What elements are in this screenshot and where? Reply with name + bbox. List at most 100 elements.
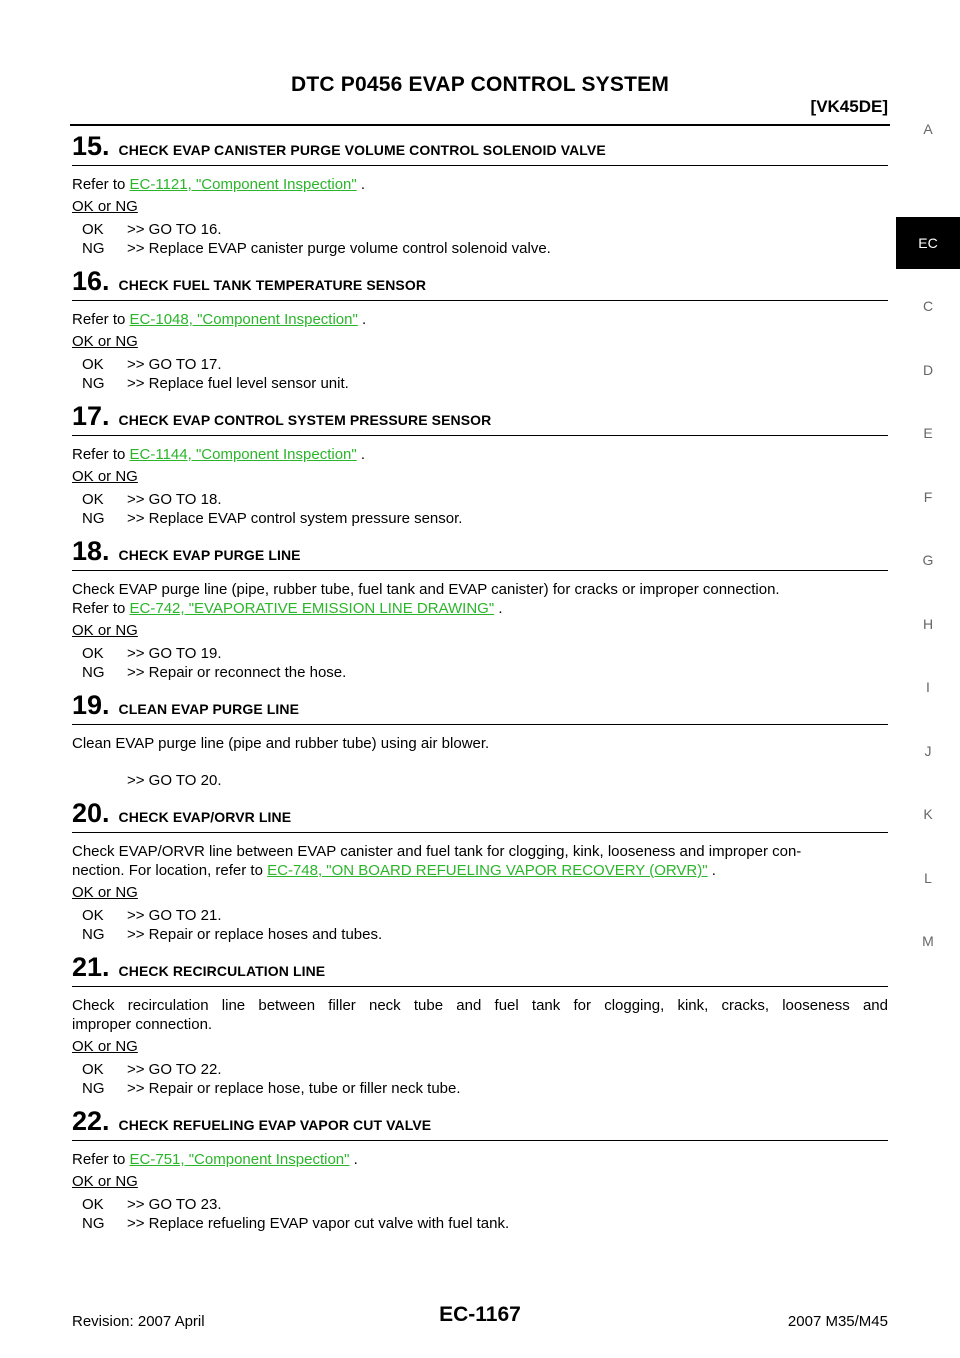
step-heading: 21. CHECK RECIRCULATION LINE: [72, 952, 888, 987]
ok-result: OK>> GO TO 19.: [72, 644, 888, 663]
ng-action: >> Repair or replace hose, tube or fille…: [127, 1080, 461, 1097]
instruction-text: Check recirculation line between filler …: [72, 997, 888, 1014]
ok-action: >> GO TO 22.: [127, 1061, 222, 1078]
reference-link[interactable]: EC-1144, "Component Inspection": [129, 446, 357, 463]
step-18: 18. CHECK EVAP PURGE LINE Check EVAP pur…: [72, 536, 888, 682]
tab-j[interactable]: J: [924, 742, 932, 759]
step-heading: 17. CHECK EVAP CONTROL SYSTEM PRESSURE S…: [72, 401, 888, 436]
tab-i[interactable]: I: [926, 679, 930, 695]
ok-or-ng-label: OK or NG: [72, 1038, 138, 1055]
ok-or-ng-label: OK or NG: [72, 468, 138, 485]
instruction-text: Clean EVAP purge line (pipe and rubber t…: [72, 735, 490, 752]
reference-prefix: Refer to: [72, 176, 130, 193]
ng-key: NG: [82, 1215, 105, 1232]
step-heading: 18. CHECK EVAP PURGE LINE: [72, 536, 888, 571]
ng-action: >> Replace EVAP canister purge volume co…: [127, 240, 551, 257]
ok-or-ng-label: OK or NG: [72, 198, 138, 215]
step-number: 21.: [72, 952, 110, 982]
step-heading: 16. CHECK FUEL TANK TEMPERATURE SENSOR: [72, 266, 888, 301]
ng-key: NG: [82, 510, 105, 527]
ng-result: NG >> Replace refueling EVAP vapor cut va…: [72, 1214, 888, 1233]
step-number: 22.: [72, 1106, 110, 1136]
ng-result: NG>> Repair or replace hoses and tubes.: [72, 925, 888, 944]
reference-suffix: .: [357, 311, 367, 328]
step-title: CHECK EVAP CANISTER PURGE VOLUME CONTROL…: [118, 142, 606, 158]
footer-page-number: EC-1167: [439, 1303, 521, 1326]
step-number: 19.: [72, 690, 110, 720]
tab-m[interactable]: M: [922, 933, 934, 949]
ok-or-ng-label: OK or NG: [72, 884, 138, 901]
reference-prefix: Refer to: [72, 600, 130, 617]
reference-link[interactable]: EC-1048, "Component Inspection": [129, 311, 358, 328]
reference-link[interactable]: EC-1121, "Component Inspection": [129, 176, 357, 193]
step-title: CHECK REFUELING EVAP VAPOR CUT VALVE: [118, 1117, 432, 1133]
tab-e[interactable]: E: [923, 425, 933, 441]
page-title: DTC P0456 EVAP CONTROL SYSTEM: [290, 73, 670, 96]
tab-f[interactable]: F: [923, 488, 933, 505]
reference-prefix: Refer to: [72, 311, 130, 328]
step-19: 19. CLEAN EVAP PURGE LINE Clean EVAP pur…: [72, 690, 888, 790]
ok-action: >> GO TO 17.: [127, 356, 222, 373]
instruction-text: Check EVAP/ORVR line between EVAP canist…: [72, 843, 802, 860]
goto-action: >> GO TO 20.: [127, 772, 222, 789]
reference-suffix: .: [356, 176, 366, 193]
step-number: 16.: [72, 266, 110, 296]
ng-key: NG: [82, 1080, 105, 1097]
ok-action: >> GO TO 16.: [127, 221, 222, 238]
reference-link[interactable]: EC-751, "Component Inspection": [129, 1151, 350, 1168]
reference-line: Refer to EC-1048, "Component Inspection"…: [72, 310, 888, 329]
ok-result: OK >> GO TO 18.: [72, 490, 888, 509]
step-22: 22. CHECK REFUELING EVAP VAPOR CUT VALVE…: [72, 1106, 888, 1233]
ok-action: >> GO TO 23.: [127, 1196, 222, 1213]
ok-or-ng-label: OK or NG: [72, 333, 138, 350]
ng-action: >> Replace fuel level sensor unit.: [127, 375, 349, 392]
reference-prefix: Refer to: [72, 1151, 130, 1168]
ok-key: OK: [82, 491, 104, 508]
ng-key: NG: [82, 664, 105, 681]
reference-prefix: Refer to: [72, 446, 130, 463]
tab-c[interactable]: C: [922, 298, 934, 314]
tab-h[interactable]: H: [922, 615, 934, 632]
step-heading: 15. CHECK EVAP CANISTER PURGE VOLUME CON…: [72, 131, 888, 166]
step-heading: 22. CHECK REFUELING EVAP VAPOR CUT VALVE: [72, 1106, 888, 1141]
tab-g[interactable]: G: [922, 552, 934, 568]
step-heading: 19. CLEAN EVAP PURGE LINE: [72, 690, 888, 725]
tab-d[interactable]: D: [922, 361, 934, 378]
step-20: 20. CHECK EVAP/ORVR LINE Check EVAP/ORVR…: [72, 798, 888, 944]
instruction-text-continued: improper connection.: [72, 1016, 213, 1033]
ok-or-ng-label: OK or NG: [72, 1173, 138, 1190]
step-title: CHECK RECIRCULATION LINE: [118, 963, 326, 979]
step-title: CHECK EVAP/ORVR LINE: [118, 809, 292, 825]
reference-link[interactable]: EC-742, "EVAPORATIVE EMISSION LINE DRAWI…: [129, 600, 495, 617]
ok-action: >> GO TO 18.: [127, 491, 222, 508]
ok-key: OK: [82, 356, 104, 373]
step-title: CHECK EVAP PURGE LINE: [118, 547, 301, 563]
tab-l[interactable]: L: [924, 869, 932, 886]
footer-revision: Revision: 2007 April: [72, 1313, 205, 1330]
ok-result: OK >> GO TO 22.: [72, 1060, 888, 1079]
tab-k[interactable]: K: [923, 806, 933, 822]
reference-suffix: .: [356, 446, 366, 463]
ng-action: >> Replace refueling EVAP vapor cut valv…: [127, 1215, 510, 1232]
reference-suffix: .: [707, 862, 716, 879]
ng-result: NG>> Replace EVAP canister purge volume …: [72, 239, 888, 258]
reference-prefix: nection. For location, refer to: [72, 862, 268, 879]
step-heading: 20. CHECK EVAP/ORVR LINE: [72, 798, 888, 833]
ng-result: NG>> Repair or reconnect the hose.: [72, 663, 888, 682]
step-title: CLEAN EVAP PURGE LINE: [118, 701, 300, 717]
reference-line: nection. For location, refer to EC-748, …: [72, 861, 888, 880]
step-title: CHECK EVAP CONTROL SYSTEM PRESSURE SENSO…: [118, 412, 492, 428]
ok-key: OK: [82, 907, 104, 924]
reference-line: Refer to EC-1144, "Component Inspection"…: [72, 445, 888, 464]
procedure-content: 15. CHECK EVAP CANISTER PURGE VOLUME CON…: [72, 128, 888, 1241]
footer-model: 2007 M35/M45: [787, 1313, 888, 1330]
step-16: 16. CHECK FUEL TANK TEMPERATURE SENSOR R…: [72, 266, 888, 393]
tab-a[interactable]: A: [923, 121, 933, 137]
instruction-text: Check EVAP purge line (pipe, rubber tube…: [72, 581, 780, 598]
reference-link[interactable]: EC-748, "ON BOARD REFUELING VAPOR RECOVE…: [267, 862, 708, 879]
ok-key: OK: [82, 1061, 104, 1078]
ng-key: NG: [82, 926, 105, 943]
tab-ec[interactable]: EC: [896, 217, 960, 269]
ok-key: OK: [82, 1196, 104, 1213]
step-number: 20.: [72, 798, 110, 828]
